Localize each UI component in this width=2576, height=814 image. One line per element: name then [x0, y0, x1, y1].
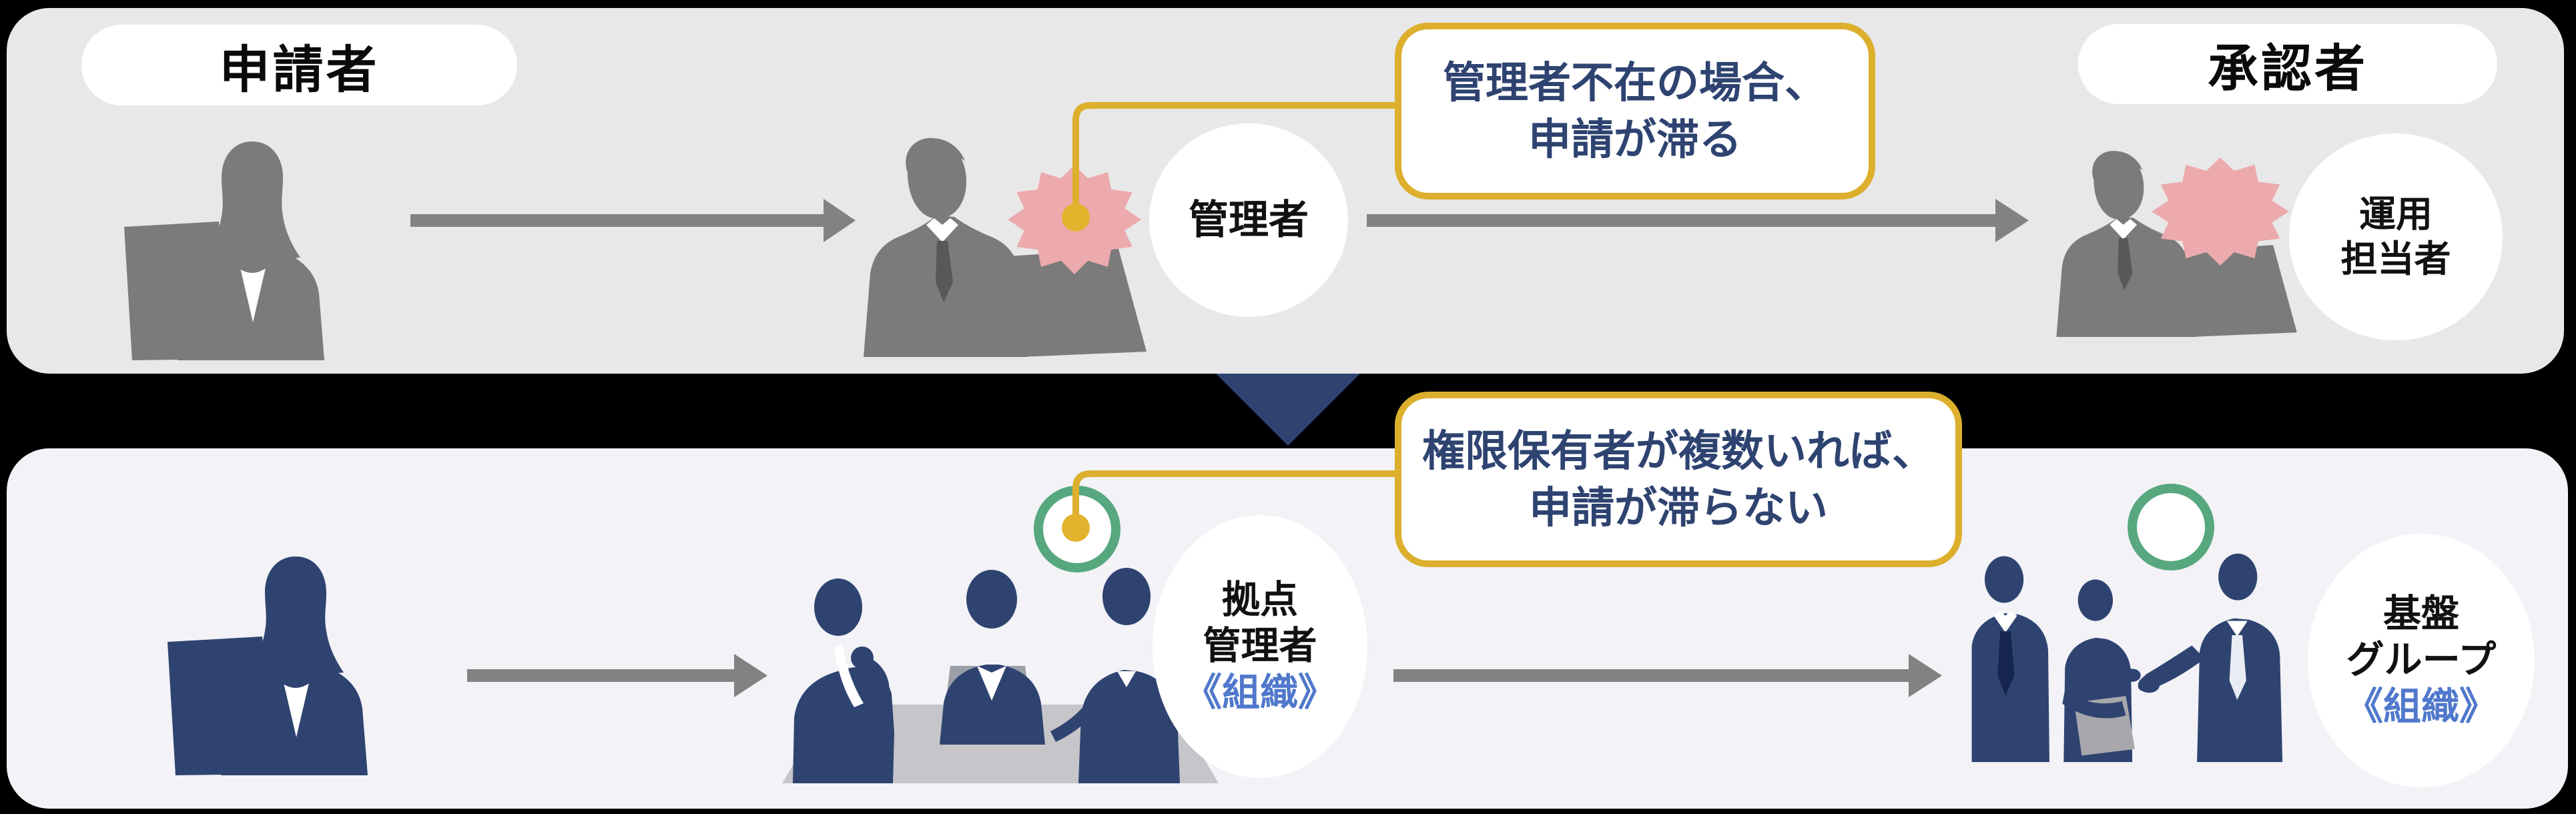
ok-ring-icon [2128, 484, 2214, 570]
multi-holder-callout: 権限保有者が複数いれば、 申請が滞らない [1395, 392, 1962, 567]
applicant-label: 申請者 [219, 41, 380, 99]
operator-circle: 運用 担当者 [2289, 133, 2503, 340]
flow-arrow-icon [1393, 654, 1942, 697]
flow-arrow-icon [410, 199, 856, 242]
operator-man-laptop-icon [2056, 151, 2297, 337]
absence-callout-line2: 申請が滞る [1528, 115, 1742, 163]
highlight-dot-icon [1062, 514, 1090, 542]
infra-group-org: 《組織》 [2345, 685, 2497, 728]
applicant-pill: 申請者 [81, 25, 517, 105]
approver-pill: 承認者 [2078, 24, 2497, 104]
infra-group-discussion-icon [1971, 553, 2283, 763]
infra-group-line1: 基盤 [2383, 592, 2459, 635]
site-manager-line2: 管理者 [1203, 625, 1317, 668]
site-managers-meeting-icon [782, 568, 1219, 783]
operator-label-line2: 担当者 [2340, 238, 2451, 280]
applicant-woman-laptop-navy-icon [168, 556, 368, 775]
approver-label: 承認者 [2208, 41, 2368, 97]
down-triangle-icon [1216, 374, 1360, 446]
site-manager-org: 《組織》 [1184, 671, 1336, 714]
absence-callout: 管理者不在の場合、 申請が滞る [1395, 23, 1875, 199]
absence-callout-line1: 管理者不在の場合、 [1443, 59, 1827, 107]
site-manager-circle: 拠点 管理者 《組織》 [1153, 515, 1367, 778]
applicant-woman-laptop-icon [124, 141, 324, 360]
manager-circle: 管理者 [1149, 123, 1348, 317]
flow-arrow-icon [467, 654, 767, 697]
callout-connector-line [1072, 470, 1395, 522]
multi-holder-callout-line1: 権限保有者が複数いれば、 [1422, 427, 1935, 476]
multi-holder-callout-line2: 申請が滞らない [1529, 483, 1828, 532]
flow-arrow-icon [1367, 199, 2029, 242]
infra-group-circle: 基盤 グループ 《組織》 [2308, 534, 2535, 787]
infra-group-line2: グループ [2346, 639, 2497, 682]
manager-label: 管理者 [1189, 197, 1309, 243]
site-manager-line1: 拠点 [1222, 578, 1298, 621]
highlight-dot-icon [1062, 204, 1090, 232]
operator-label-line1: 運用 [2358, 193, 2433, 235]
callout-connector-line [1072, 102, 1395, 212]
